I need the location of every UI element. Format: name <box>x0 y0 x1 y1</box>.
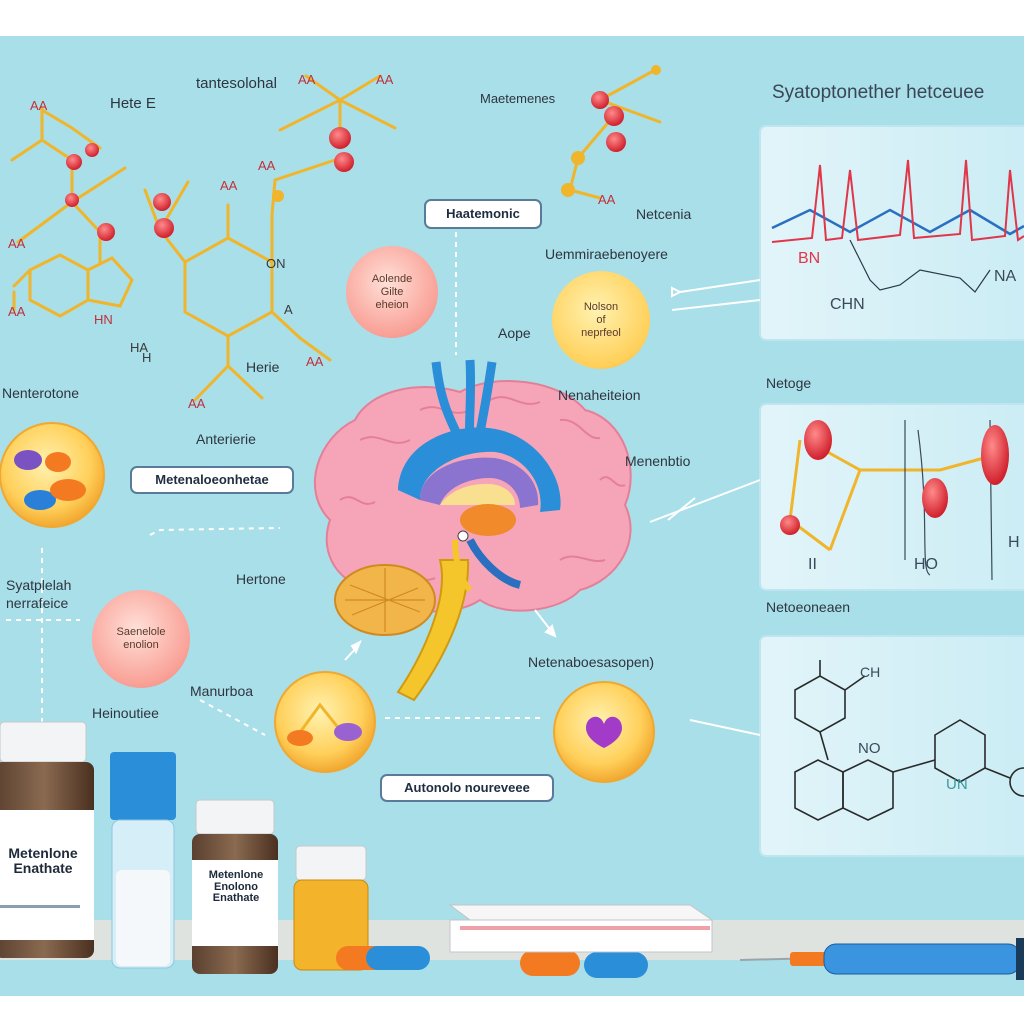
label-box-metenaloeonhetae: Metenaloeonhetae <box>130 466 294 494</box>
atom-aa-4: AA <box>258 158 276 173</box>
circle-pink-top-line3: eheion <box>375 298 409 311</box>
connector-arrows <box>649 279 761 736</box>
brain <box>313 359 632 702</box>
atom-on: ON <box>266 256 286 271</box>
right-panel-molecule <box>759 403 1024 591</box>
label-nerrafeice: nerrafeice <box>6 595 69 611</box>
wave-label-bn: BN <box>798 250 821 267</box>
atom-a: A <box>284 302 293 317</box>
bottle-large-label: Metenlone Enathate <box>0 846 86 875</box>
label-manurboa: Manurboa <box>190 683 254 699</box>
structure-label-no: NO <box>858 740 881 757</box>
label-menenbtio: Menenbtio <box>625 453 691 469</box>
circle-molecule-bottom <box>274 671 376 773</box>
dashed-connectors <box>6 232 545 736</box>
bottle-small-line2: Enolono <box>214 880 258 893</box>
atom-aa-8: AA <box>376 72 394 87</box>
bottle-small-label: Metenlone Enolono Enathate <box>194 869 278 905</box>
label-box-autonolo: Autonolo noureveee <box>380 774 554 802</box>
right-panel-structure <box>759 635 1024 857</box>
right-title: Syatoptonether hetceuee <box>772 82 985 103</box>
label-netenaboesasopen: Netenaboesasopen) <box>528 654 655 670</box>
circle-pink-top-line1: Aolende <box>371 272 413 285</box>
vial-blue <box>110 752 176 969</box>
label-hete: Hete E <box>110 95 156 112</box>
circle-yellow-top-line2: of <box>596 313 606 326</box>
circle-pink-top-line2: Gilte <box>380 285 404 298</box>
label-netcenia: Netcenia <box>636 206 692 222</box>
atom-aa-5: AA <box>220 178 238 193</box>
blister-box <box>448 904 714 953</box>
structure-label-un: UN <box>946 776 968 793</box>
circle-pills-left <box>0 422 105 528</box>
label-anterierie: Anterierie <box>196 431 256 447</box>
bottle-small <box>192 799 278 974</box>
label-tantesolohal: tantesolohal <box>196 75 277 92</box>
bottle-large-line2: Enathate <box>13 859 73 876</box>
top-middle-molecule <box>561 65 662 200</box>
left-molecule <box>10 74 397 402</box>
bottle-large <box>0 721 94 958</box>
bottle-large-line1: Metenlone <box>8 845 78 861</box>
bottle-small-line3: Enathate <box>212 892 260 905</box>
bottle-small-line1: Metenlone <box>208 869 264 881</box>
atom-aa-10: AA <box>306 354 324 369</box>
wave-label-na: NA <box>994 268 1017 285</box>
label-uemmiraebenoyere: Uemmiraebenoyere <box>545 246 668 262</box>
label-nenterotone: Nenterotone <box>2 385 80 401</box>
structure-label-ch: CH <box>860 664 881 680</box>
label-netoeoneaen: Netoeoneaen <box>766 599 851 615</box>
label-heinoutiee: Heinoutiee <box>92 705 159 721</box>
label-herie: Herie <box>246 359 280 375</box>
atom-hn: HN <box>94 312 113 327</box>
wave-label-chn: CHN <box>830 296 865 313</box>
atom-aa-2: AA <box>8 236 26 251</box>
circle-heart-bottom <box>553 681 655 783</box>
syringe <box>739 938 1024 980</box>
atom-aa-1: AA <box>30 98 48 113</box>
atom-aa-3: AA <box>8 304 26 319</box>
label-nenaheiteion: Nenaheiteion <box>558 387 641 403</box>
atom-h: H <box>142 350 152 365</box>
circle-yellow-top-line1: Nolson <box>583 300 619 313</box>
atom-aa-9: AA <box>598 192 616 207</box>
left-molecule-oxygens <box>65 127 354 241</box>
molecule-label-ho: HO <box>914 556 938 573</box>
molecule-label-ii: II <box>808 556 817 573</box>
circle-yellow-top-line3: neprfeol <box>581 326 621 339</box>
atom-ha: HA <box>130 340 149 355</box>
label-aope: Aope <box>498 325 531 341</box>
right-panel-wave <box>759 125 1024 341</box>
circle-pink-left-line1: Saenelole <box>116 626 166 638</box>
label-hertone: Hertone <box>236 571 286 587</box>
atom-aa-6: AA <box>188 396 206 411</box>
label-syatplelah: Syatplelah <box>6 577 72 593</box>
circle-pink-left-line2: enolion <box>123 639 159 651</box>
label-netoge: Netoge <box>766 375 812 391</box>
brain-arrows <box>344 497 696 661</box>
molecule-label-h: H <box>1008 534 1020 551</box>
atom-aa-7: AA <box>298 72 316 87</box>
label-box-haatemonic: Haatemonic <box>424 199 542 229</box>
capsules <box>336 946 648 978</box>
label-maetemenes: Maetemenes <box>480 91 556 106</box>
